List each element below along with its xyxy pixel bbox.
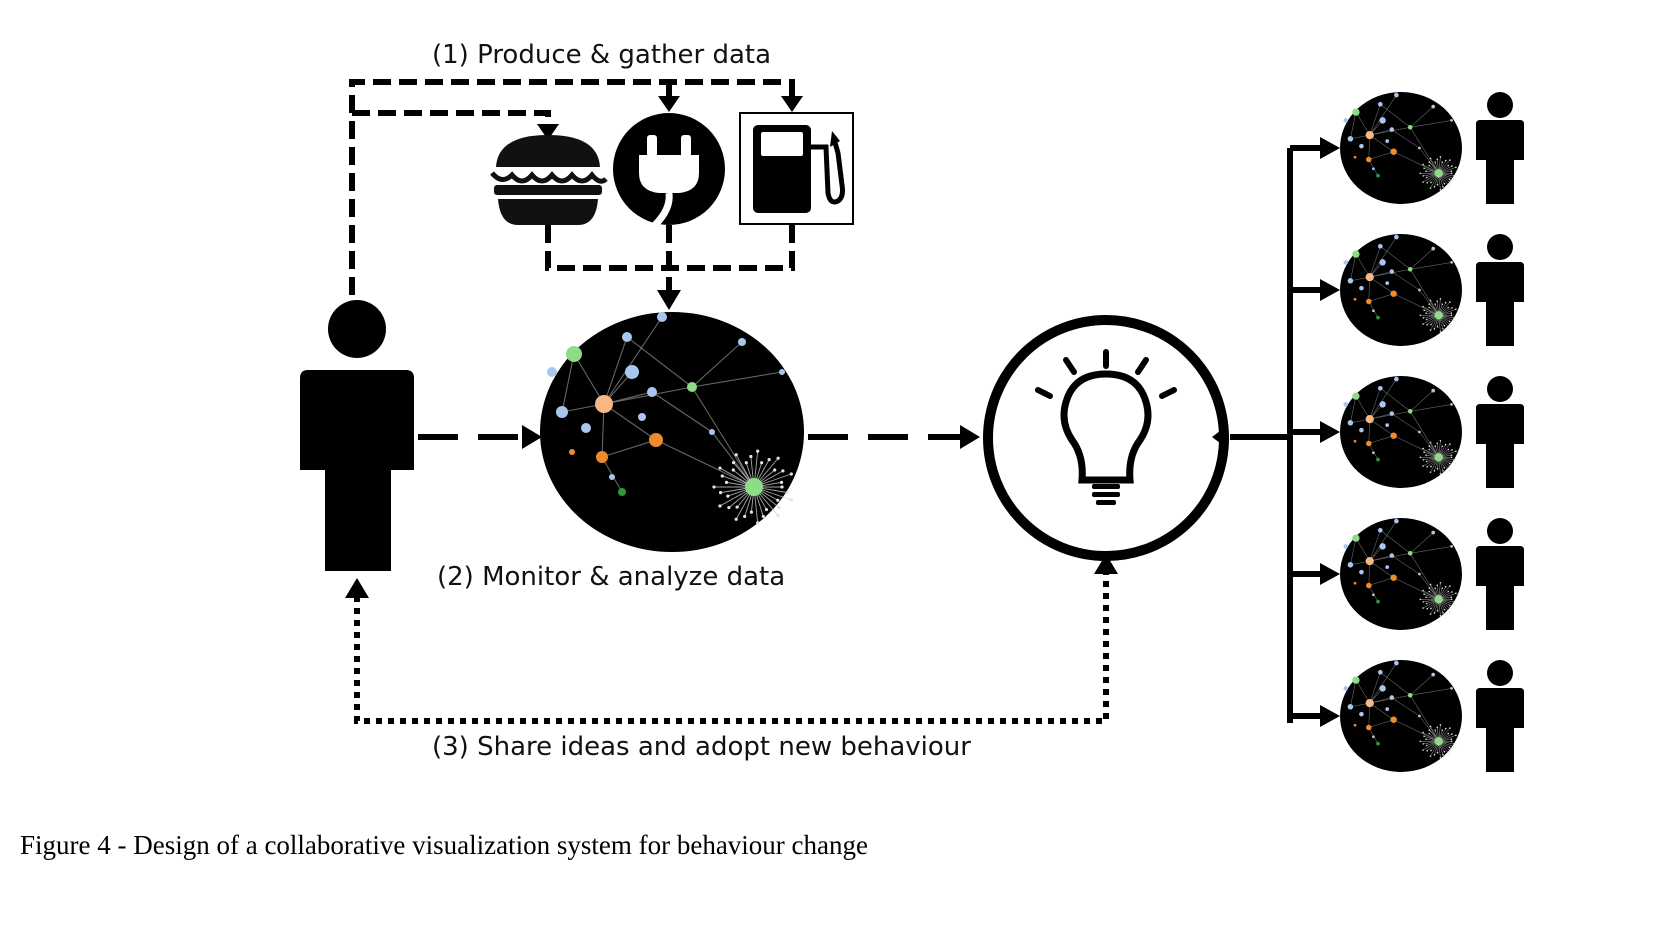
peer-person-icon [1476, 234, 1524, 346]
share-ideas-connector [345, 554, 1118, 724]
network-graph-thumbnail [1340, 92, 1462, 204]
burger-icon [490, 135, 608, 225]
gather-arrowhead [657, 290, 681, 310]
person-icon [300, 300, 414, 571]
user-to-analysis-arrow [418, 425, 542, 449]
peer-person-icon [1476, 376, 1524, 488]
peer-row [1290, 92, 1524, 204]
network-graph-thumbnail [1340, 518, 1462, 630]
step1-label: (1) Produce & gather data [432, 40, 771, 70]
network-background [540, 312, 804, 552]
peer-row [1290, 234, 1524, 346]
network-graph-thumbnail [1340, 234, 1462, 346]
peer-row [1290, 376, 1524, 488]
peer-connector [1212, 148, 1293, 723]
fuel-pump-icon [739, 112, 854, 225]
peer-person-icon [1476, 92, 1524, 204]
plug-icon [613, 113, 725, 228]
peer-group [1290, 92, 1524, 772]
lightbulb-icon [983, 315, 1229, 561]
peer-row [1290, 660, 1524, 772]
network-graph-thumbnail [1340, 376, 1462, 488]
step3-label: (3) Share ideas and adopt new behaviour [432, 732, 971, 762]
analysis-to-idea-arrow [808, 425, 980, 449]
figure-caption: Figure 4 - Design of a collaborative vis… [20, 830, 868, 860]
network-graph-main [540, 312, 804, 552]
peer-person-icon [1476, 518, 1524, 630]
peer-person-icon [1476, 660, 1524, 772]
produce-data-arrowheads [537, 96, 803, 140]
network-graph-thumbnail [1340, 660, 1462, 772]
gather-data-connectors [545, 225, 795, 292]
peer-row [1290, 518, 1524, 630]
step2-label: (2) Monitor & analyze data [437, 562, 785, 592]
